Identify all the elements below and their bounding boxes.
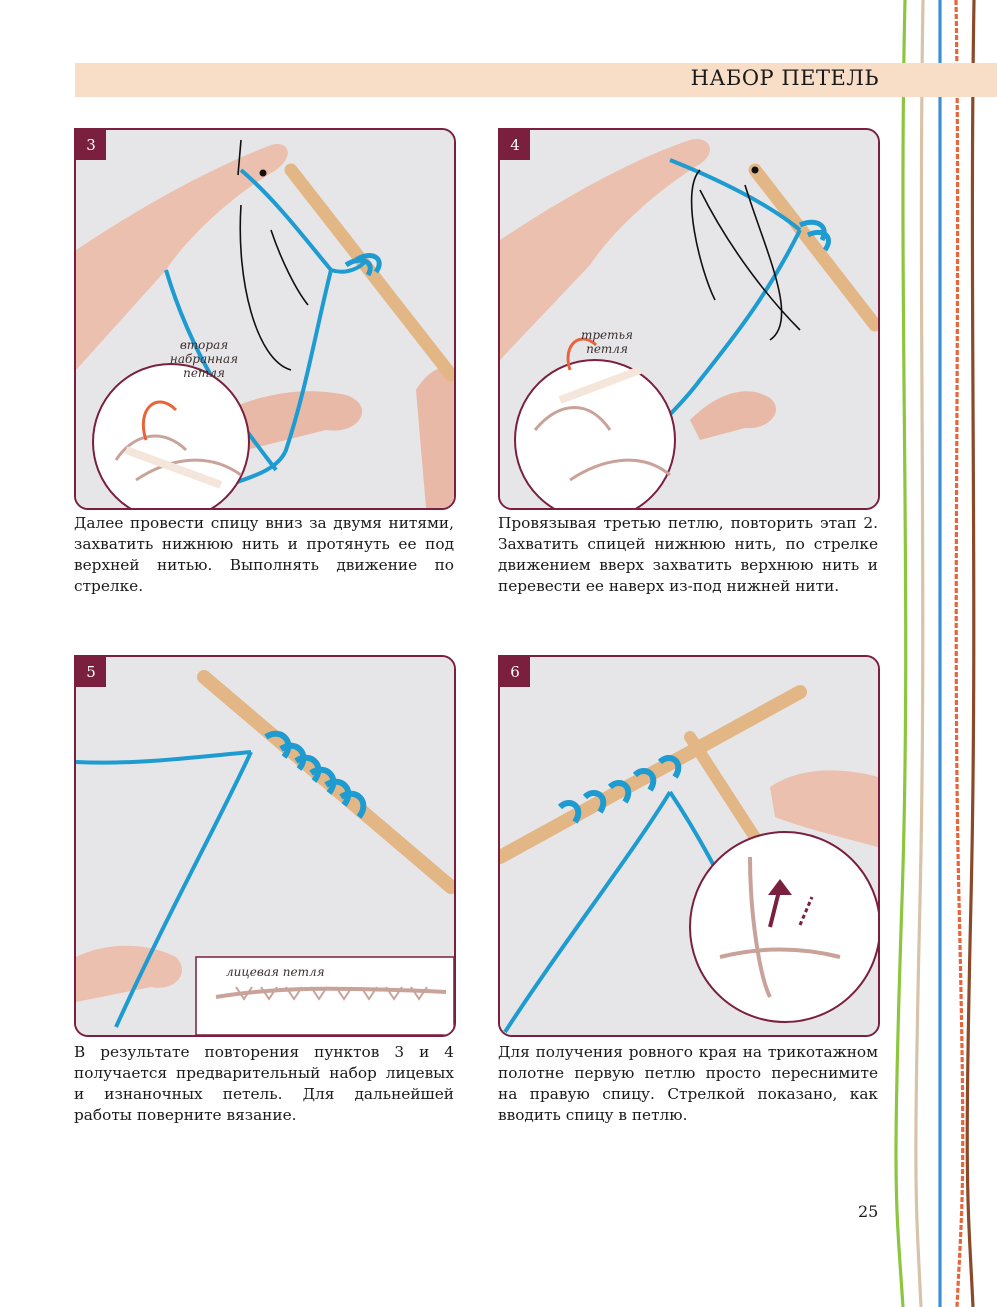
step-number-badge: 3: [76, 130, 106, 160]
inset-label: третья петля: [580, 328, 634, 356]
photo-hand-needle-icon: [76, 130, 454, 508]
step-number-badge: 5: [76, 657, 106, 687]
step-4-photo: 4 третья петля: [498, 128, 880, 510]
header-band: [75, 63, 997, 97]
photo-hand-needle-icon: [500, 657, 878, 1035]
page-number: 25: [858, 1202, 879, 1221]
step-6-photo: 6: [498, 655, 880, 1037]
inset-label: вторая набранная петля: [169, 338, 239, 380]
photo-hand-needle-icon: [76, 657, 454, 1035]
step-6-caption: Для получения ровного края на трикотажно…: [498, 1043, 878, 1124]
page-title: НАБОР ПЕТЕЛЬ: [690, 66, 879, 90]
photo-hand-needle-icon: [500, 130, 878, 508]
inset-label: лицевая петля: [226, 965, 325, 979]
step-3-photo: 3 вторая набранная петля: [74, 128, 456, 510]
step-4-caption: Провязывая третью петлю, повторить этап …: [498, 514, 878, 595]
step-number-badge: 6: [500, 657, 530, 687]
step-5-photo: 5 лицевая петля: [74, 655, 456, 1037]
step-5-caption: В результате повторения пунктов 3 и 4 по…: [74, 1043, 454, 1124]
step-3-caption: Далее провести спицу вниз за двумя нитям…: [74, 514, 454, 595]
step-number-badge: 4: [500, 130, 530, 160]
